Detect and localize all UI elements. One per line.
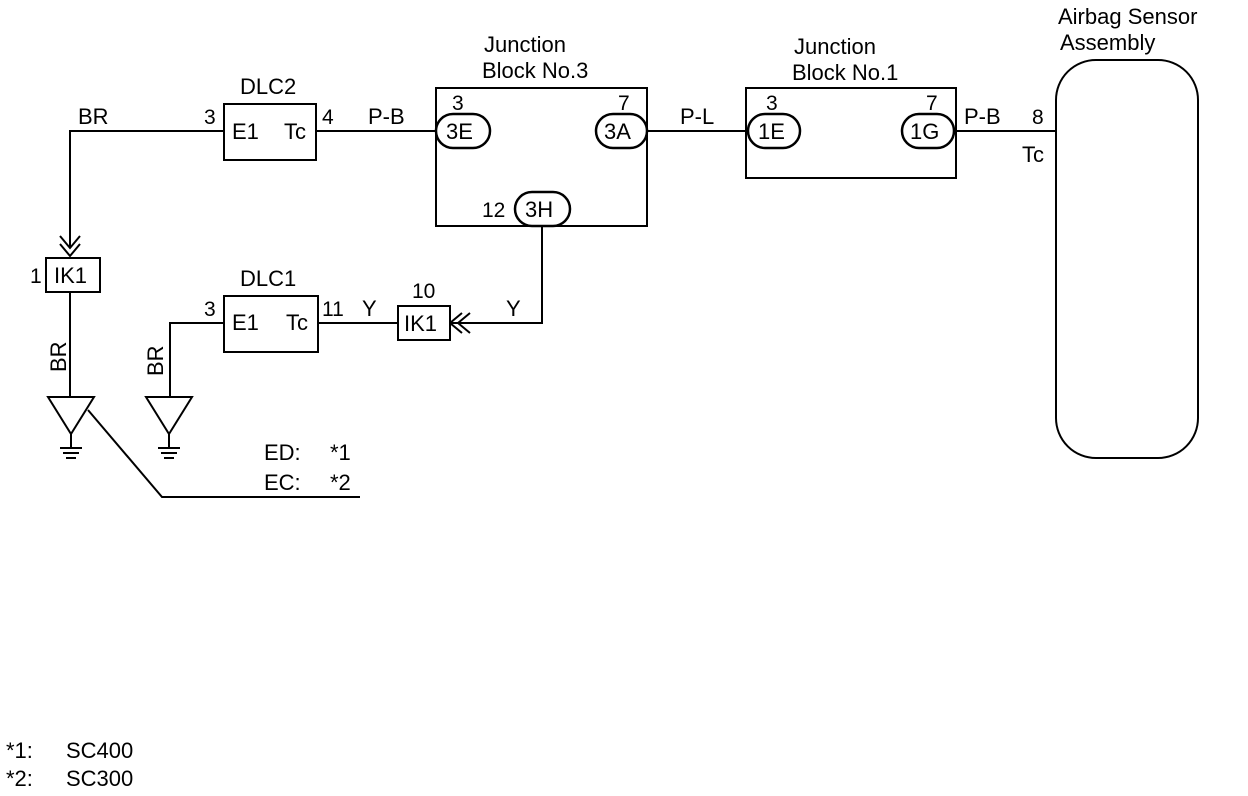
- jb1-connector-1e-label: 1E: [758, 119, 785, 144]
- connector-chevron-ik1-left-2: [59, 243, 81, 258]
- airbag-title-line2: Assembly: [1060, 30, 1155, 55]
- jb3-connector-3e-pin: 3: [452, 92, 464, 115]
- ik1-mid-connector: IK1 10: [397, 280, 451, 341]
- ik1-mid-label: IK1: [404, 311, 437, 336]
- footnote-1-text: SC400: [66, 738, 133, 763]
- airbag-pin: 8: [1032, 106, 1044, 129]
- jb1-connector-1e-pin: 3: [766, 92, 778, 115]
- airbag-title-line1: Airbag Sensor: [1058, 4, 1197, 29]
- ground-symbol-left: [46, 396, 96, 459]
- wire-br-dlc2-ik1: [69, 130, 224, 248]
- dlc2-box: [223, 103, 317, 161]
- jb3-connector-3a-label: 3A: [604, 119, 631, 144]
- ground-note-2: *2: [330, 470, 351, 495]
- connector-chevron-ik1-left: [59, 235, 81, 250]
- jb1-connector-1g-pin: 7: [926, 92, 938, 115]
- wire-label-br-dlc1: BR: [143, 345, 168, 376]
- dlc1-term-tc: Tc: [286, 310, 308, 335]
- ik1-mid-pin: 10: [412, 280, 435, 303]
- footnote-1-mark: *1:: [6, 738, 33, 763]
- wire-label-pb-dlc2: P-B: [368, 104, 405, 129]
- wire-br-dlc1-ground: [169, 322, 224, 397]
- ik1-mid-box: [397, 305, 451, 341]
- airbag-term: Tc: [1022, 142, 1044, 167]
- jb1-title-line2: Block No.1: [792, 60, 898, 85]
- dlc2-label: DLC2: [240, 74, 296, 99]
- junction-block-3: Junction Block No.3 3E 3 3A 7 3H 12: [434, 32, 649, 228]
- dlc2-pin-e1: 3: [204, 106, 216, 129]
- airbag-sensor-body: [1055, 59, 1199, 459]
- dlc1-box: [223, 295, 319, 353]
- footnote-2-mark: *2:: [6, 766, 33, 791]
- ground-triangle-left: [46, 396, 96, 436]
- jb3-connector-3h: [513, 190, 572, 228]
- jb3-connector-3e: [434, 112, 492, 150]
- ground-label-ec: EC:: [264, 470, 301, 495]
- ground-triangle-right: [144, 396, 194, 436]
- dlc2-pin-tc: 4: [322, 106, 334, 129]
- jb1-connector-1e: [746, 112, 802, 150]
- ik1-left-connector: IK1 1: [30, 257, 101, 293]
- ground-label-ed: ED:: [264, 440, 301, 465]
- ground-leader-line: [87, 409, 360, 498]
- ground-note-1: *1: [330, 440, 351, 465]
- airbag-sensor-assembly: Airbag Sensor Assembly 8 Tc: [1022, 4, 1199, 459]
- wire-label-pb-jb1: P-B: [964, 104, 1001, 129]
- wire-label-y-dlc1: Y: [362, 296, 377, 321]
- jb1-title-line1: Junction: [794, 34, 876, 59]
- wire-label-br-left: BR: [46, 341, 71, 372]
- ik1-left-label: IK1: [54, 263, 87, 288]
- wire-y-jb3-ik1: [450, 226, 543, 324]
- footnote-2-text: SC300: [66, 766, 133, 791]
- jb3-title-line1: Junction: [484, 32, 566, 57]
- jb3-connector-3h-pin: 12: [482, 199, 505, 222]
- dlc1-term-e1: E1: [232, 310, 259, 335]
- connector-chevron-ik1-mid-2: [456, 312, 471, 334]
- ik1-left-pin: 1: [30, 265, 42, 288]
- jb3-connector-3h-label: 3H: [525, 197, 553, 222]
- junction-block-1: Junction Block No.1 1E 3 1G 7: [745, 34, 957, 179]
- wire-label-pl: P-L: [680, 104, 714, 129]
- dlc2-term-e1: E1: [232, 119, 259, 144]
- dlc2-term-tc: Tc: [284, 119, 306, 144]
- dlc1-label: DLC1: [240, 266, 296, 291]
- dlc2-connector: DLC2 E1 Tc 3 4: [204, 74, 334, 161]
- jb1-connector-1g-label: 1G: [910, 119, 939, 144]
- jb3-title-line2: Block No.3: [482, 58, 588, 83]
- dlc1-connector: DLC1 E1 Tc 3 11: [204, 266, 344, 353]
- dlc1-pin-tc: 11: [322, 298, 344, 321]
- dlc1-pin-e1: 3: [204, 298, 216, 321]
- wire-label-y-jb3: Y: [506, 296, 521, 321]
- wire-label-br-top: BR: [78, 104, 109, 129]
- jb3-connector-3e-label: 3E: [446, 119, 473, 144]
- jb3-connector-3a-pin: 7: [618, 92, 630, 115]
- jb3-connector-3a: [594, 112, 649, 150]
- jb1-connector-1g: [900, 112, 956, 150]
- ground-symbol-right: [144, 396, 194, 459]
- ik1-left-box: [45, 257, 101, 293]
